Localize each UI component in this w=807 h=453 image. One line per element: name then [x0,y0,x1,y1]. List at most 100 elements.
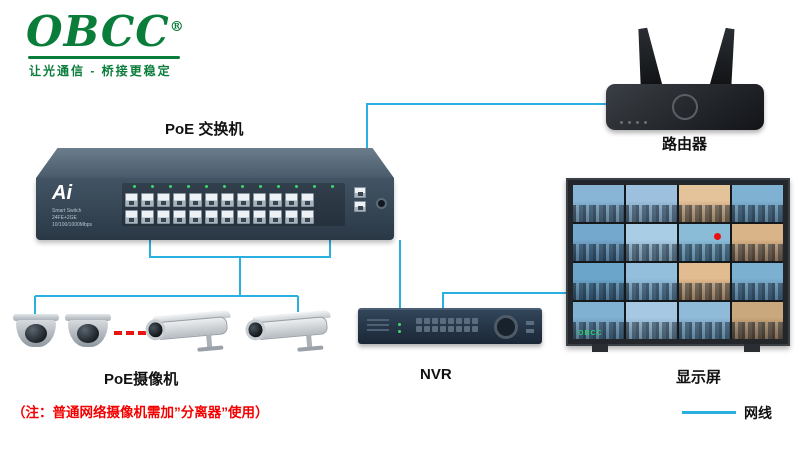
nvr-button [416,318,422,324]
note-text: （注：普通网络摄像机需加”分离器”使用） [12,405,269,420]
rj45-port [173,193,186,207]
rj45-port [141,193,154,207]
switch-model-line2: 24FE+2GE 10/100/1000Mbps [52,215,93,228]
legend-label: 网线 [744,405,772,421]
wall-cell [626,224,677,261]
port-led [127,185,142,188]
port-led [181,185,196,188]
display-wall-device [566,178,790,346]
nvr-button [416,326,422,332]
router-logo-ring [672,94,698,120]
wall-cell [679,263,730,300]
dome-lens [25,324,47,343]
port-led [163,185,178,188]
rj45-port [253,193,266,207]
rj45-port [237,193,250,207]
port-led [217,185,232,188]
nvr-button [448,318,454,324]
nvr-buttons [416,318,482,332]
rj45-port [141,210,154,224]
switch-top-face [36,148,394,178]
port-led [145,185,160,188]
logo-wordmark: OBCC® [26,4,185,55]
wall-cell [732,302,783,339]
nvr-button [472,318,478,324]
switch-front-panel: Ai Smart Switch 24FE+2GE 10/100/1000Mbps [36,178,394,240]
cable-nvr-display [442,292,566,308]
rj45-port [125,210,138,224]
nvr-button [432,326,438,332]
wall-brand: OBCC [578,330,603,337]
port-led [289,185,304,188]
splitter-dashes [114,331,146,335]
nvr-button [448,326,454,332]
poe-switch-device: Ai Smart Switch 24FE+2GE 10/100/1000Mbps [36,148,394,240]
nvr-button [456,318,462,324]
rj45-port [205,193,218,207]
wall-cell [626,263,677,300]
switch-uplink-ports [354,187,366,212]
rj45-port [189,210,202,224]
rj45-port [125,193,138,207]
wall-cell [573,185,624,222]
rj45-port [269,193,282,207]
nvr-device [358,308,542,344]
port-led [271,185,286,188]
wall-foot-right [744,344,760,352]
nvr-button [440,326,446,332]
rj45-port [253,210,266,224]
nvr-button [424,318,430,324]
nvr-jog-dial [494,315,518,339]
wall-cell [679,302,730,339]
nvr-usb-ports [526,321,534,333]
nvr-vents [367,319,389,334]
bullet-camera-2 [244,309,343,359]
logo-underline [28,56,180,59]
dome-camera-2 [64,314,112,354]
switch-model-line1: Smart Switch [52,208,82,214]
wall-cell [573,263,624,300]
dome-rim [65,314,111,321]
wall-cell [573,302,624,339]
port-led [199,185,214,188]
switch-power-socket [376,198,387,209]
wall-cell [732,263,783,300]
nvr-button [424,326,430,332]
uplink-port [354,187,366,198]
wall-cell [732,224,783,261]
rj45-port [285,193,298,207]
alert-marker [714,233,721,240]
port-led [253,185,268,188]
dome-lens [77,324,99,343]
router-device [606,84,764,130]
nvr-button [464,318,470,324]
rj45-port [237,210,250,224]
dome-camera-1 [12,314,60,354]
wall-cell [573,224,624,261]
wall-foot-left [592,344,608,352]
legend-cable-line [682,411,736,414]
logo-tagline: 让光通信 - 桥接更稳定 [29,64,172,78]
port-led [325,185,340,188]
logo-text: OBCC [26,7,170,56]
obcc-logo: OBCC® 让光通信 - 桥接更稳定 [26,4,185,79]
rj45-port [285,210,298,224]
bullet-base [197,345,224,352]
switch-port-panel [122,183,345,226]
nvr-button [456,326,462,332]
rj45-port [173,210,186,224]
switch-port-row [125,193,342,207]
wall-cell [626,185,677,222]
router-label: 路由器 [662,136,708,153]
rj45-port [157,193,170,207]
rj45-port [205,210,218,224]
rj45-port [189,193,202,207]
switch-brand: Ai [52,182,72,204]
cameras-label: PoE摄像机 [104,371,179,388]
dome-rim [13,314,59,321]
cable-switch-router [366,103,610,178]
registered-mark: ® [169,19,185,35]
rj45-port [221,193,234,207]
wall-cell [679,224,730,261]
